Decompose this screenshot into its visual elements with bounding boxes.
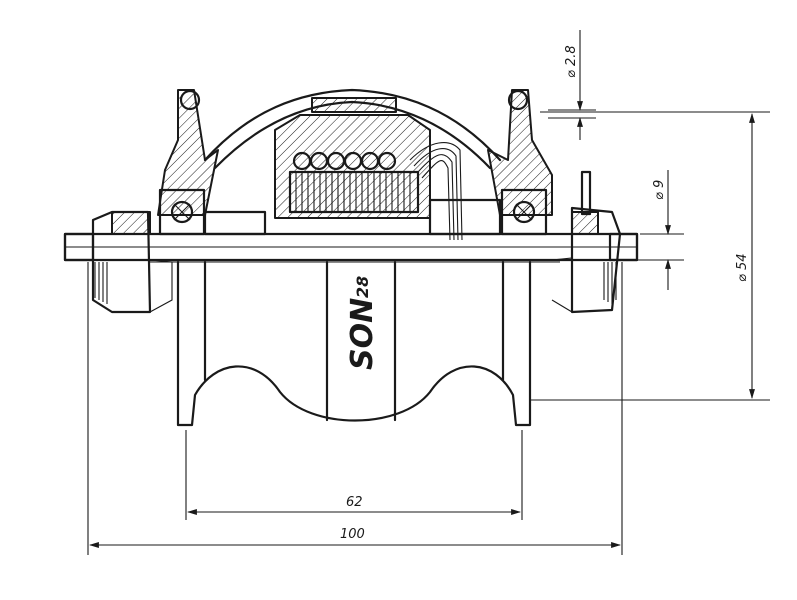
dimension-axle-dia: ⌀ 9	[560, 170, 684, 290]
overall-width-label: 100	[340, 527, 365, 542]
right-connector	[551, 170, 622, 314]
axle	[63, 232, 639, 262]
left-locknut	[91, 210, 173, 314]
dimension-overall-width: 100	[87, 262, 623, 555]
dimension-shell-dia: ⌀ 54	[530, 111, 770, 401]
hub-shell-upper	[203, 88, 502, 170]
brand-name: SON	[345, 298, 380, 370]
wire-dia-label: ⌀ 2.8	[564, 45, 579, 78]
wires	[409, 142, 463, 241]
right-bearing	[500, 188, 548, 236]
brand-model: 28	[353, 276, 372, 298]
magnet-balls	[292, 151, 397, 171]
axle-dia-label: ⌀ 9	[652, 180, 667, 200]
hub-shell-lower	[150, 260, 560, 427]
left-flange	[157, 89, 219, 216]
dimension-flange-spacing: 62	[185, 430, 523, 520]
coil-windings	[295, 172, 411, 212]
shell-dia-label: ⌀ 54	[735, 253, 750, 282]
dimension-wire-dia: ⌀ 2.8	[548, 30, 596, 140]
right-flange	[487, 89, 553, 216]
brand-mark: SON 28	[345, 276, 380, 370]
flange-spacing-label: 62	[346, 495, 363, 510]
stator	[203, 114, 502, 236]
